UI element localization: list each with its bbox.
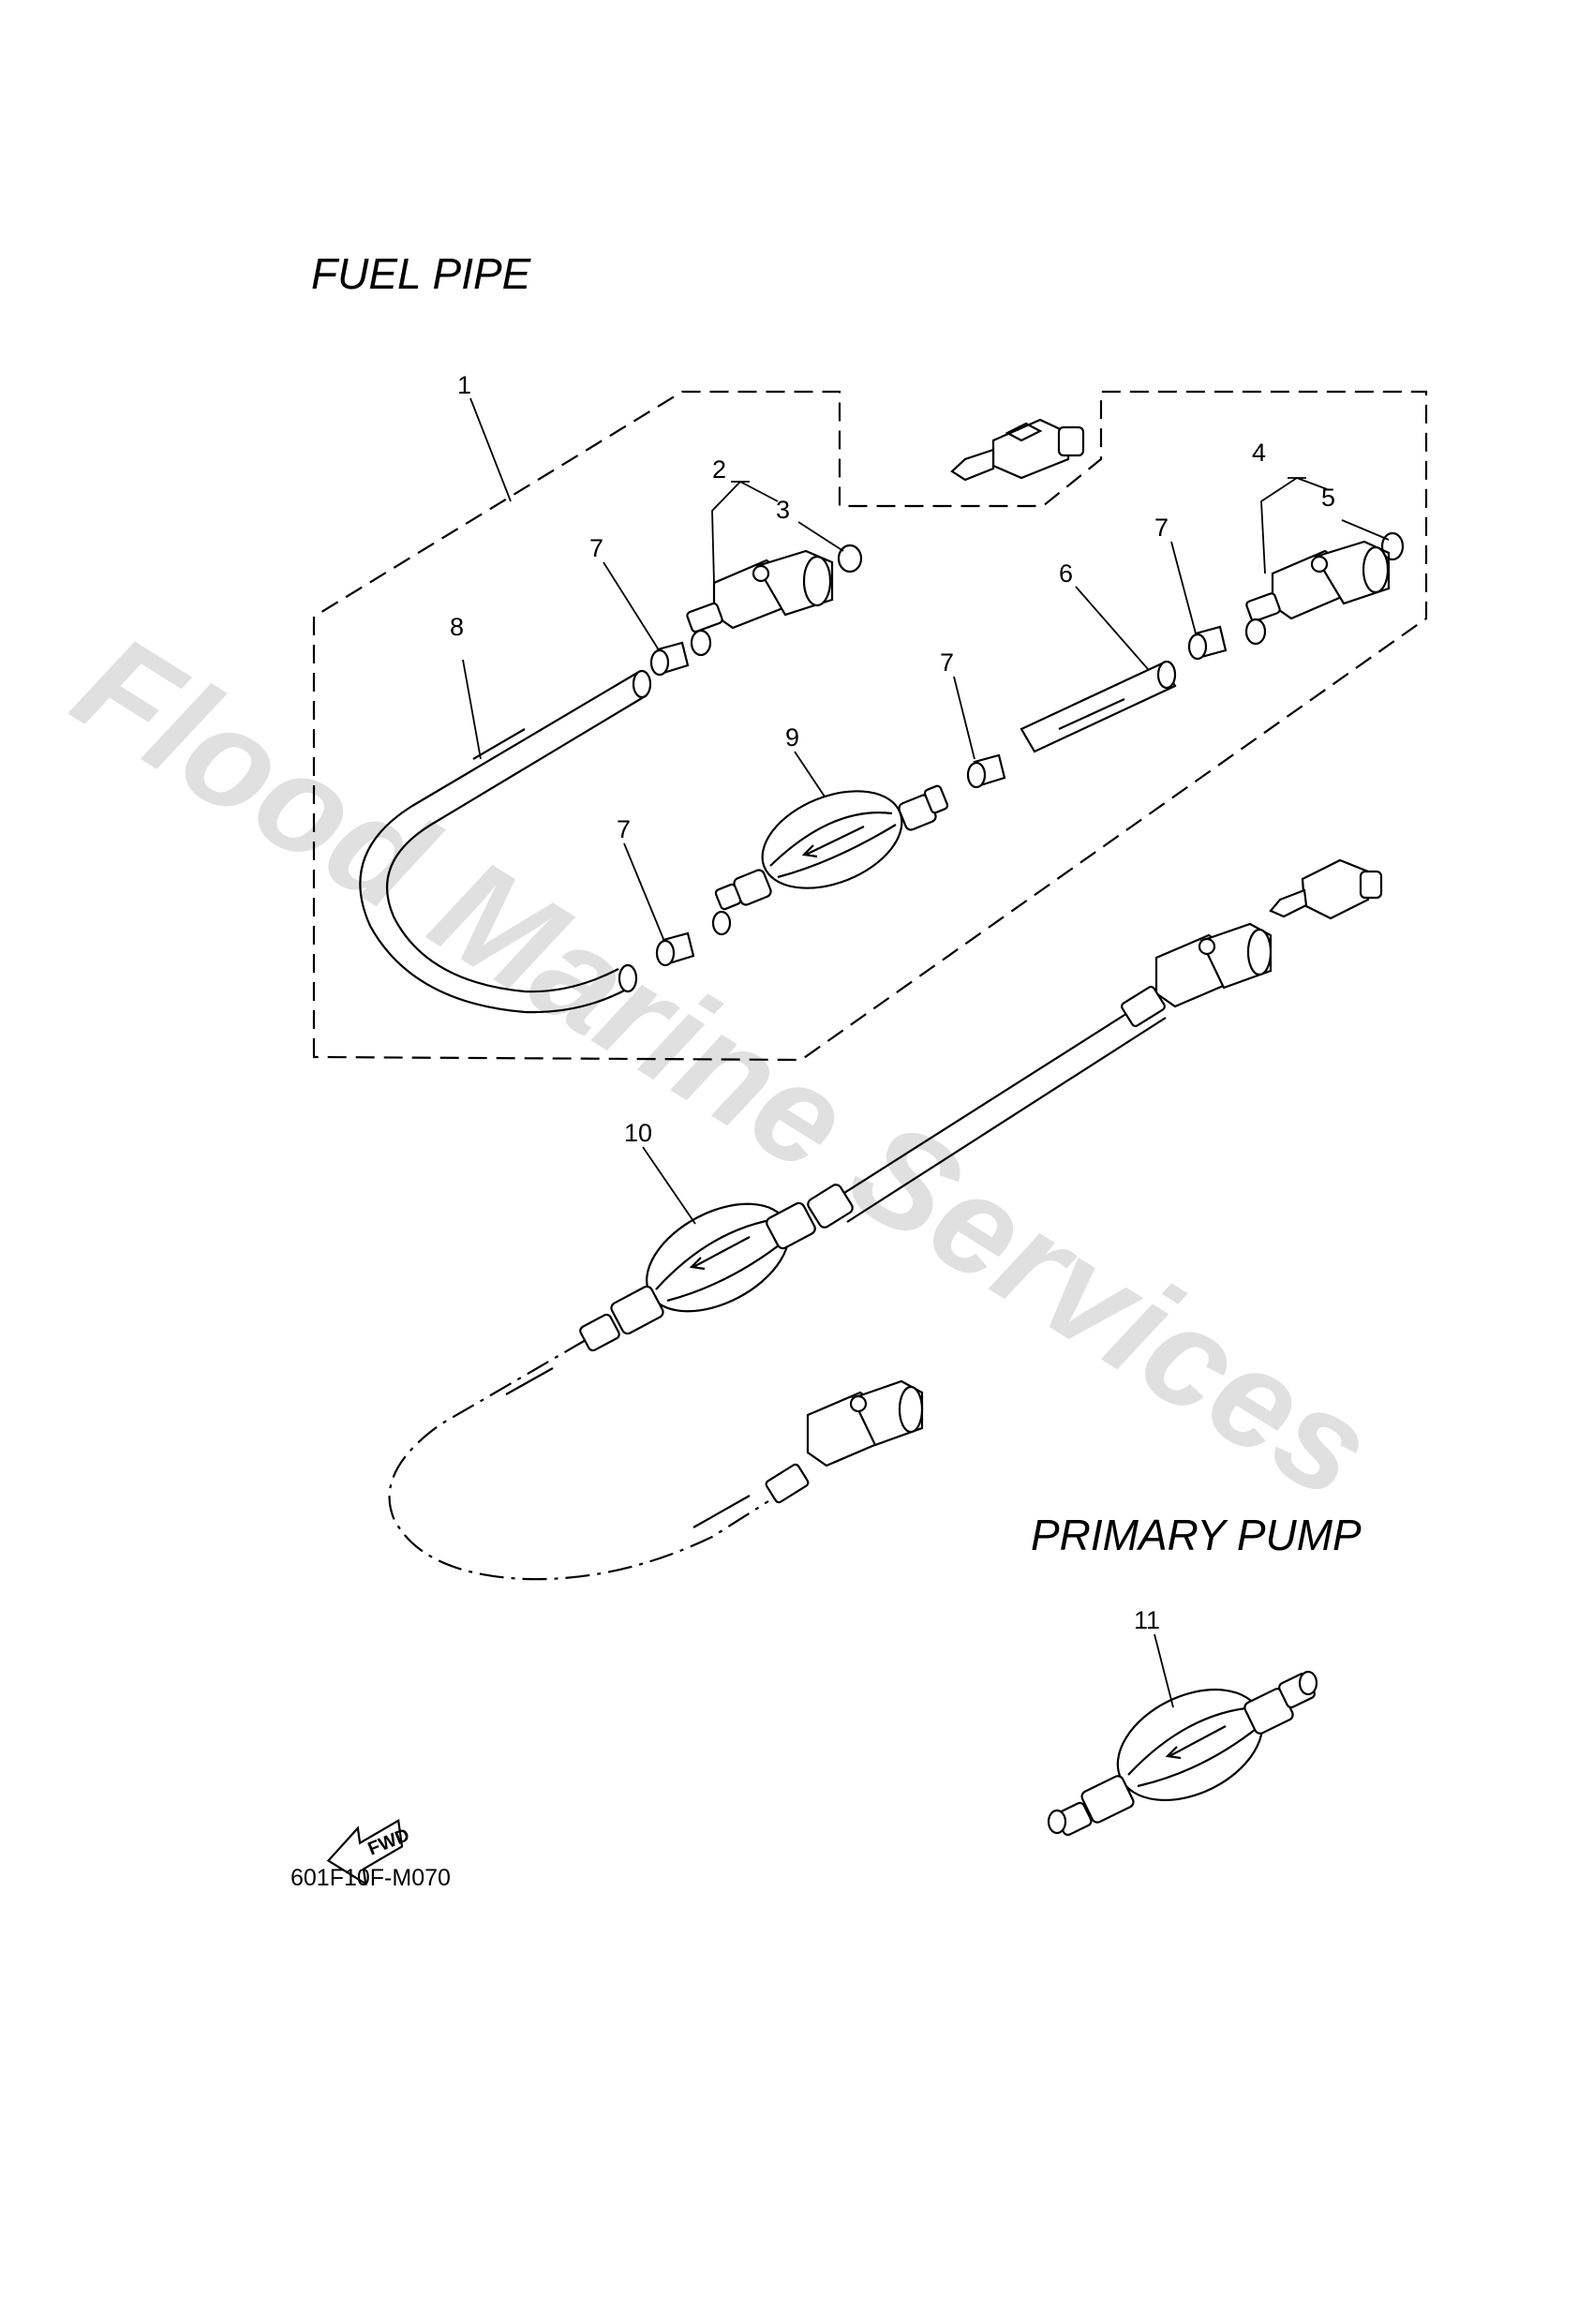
callout-1: 1 [457, 371, 471, 399]
clip-icon [1187, 625, 1228, 661]
callout-7d: 7 [617, 815, 631, 843]
callout-2: 2 [712, 455, 726, 484]
title-primary-pump: PRIMARY PUMP [1031, 1511, 1362, 1559]
hose-icon [359, 669, 652, 1014]
clip-icon [649, 641, 690, 677]
primary-pump-icon [1047, 1670, 1318, 1837]
callout-9: 9 [785, 723, 799, 752]
callout-10: 10 [624, 1119, 652, 1147]
callout-7b: 7 [1154, 514, 1169, 542]
watermark: Flood Marine Services [50, 604, 1398, 1528]
diagram-code: 601F10F-M070 [290, 1865, 451, 1891]
clip-icon [966, 753, 1006, 789]
callout-7c: 7 [940, 648, 954, 677]
fuel-connector-icon [686, 549, 834, 657]
engine-connector-icon [950, 418, 1085, 482]
callout-8: 8 [450, 613, 464, 641]
o-ring-icon [837, 544, 863, 574]
o-ring-icon [1380, 531, 1405, 561]
clip-icon [655, 931, 695, 967]
title-fuel-pipe: FUEL PIPE [311, 249, 532, 298]
callout-4: 4 [1252, 439, 1266, 467]
fuel-pump-bulb-icon [711, 784, 949, 936]
hose-assembly-icon [388, 858, 1383, 1581]
kit-boundary [312, 390, 1428, 1062]
callout-6: 6 [1059, 559, 1073, 588]
callout-3: 3 [776, 496, 790, 524]
callout-7a: 7 [589, 534, 603, 562]
hose-icon [1020, 660, 1177, 753]
callout-11: 11 [1134, 1606, 1160, 1634]
callout-5: 5 [1321, 484, 1335, 512]
fuel-connector-icon [1244, 540, 1391, 646]
